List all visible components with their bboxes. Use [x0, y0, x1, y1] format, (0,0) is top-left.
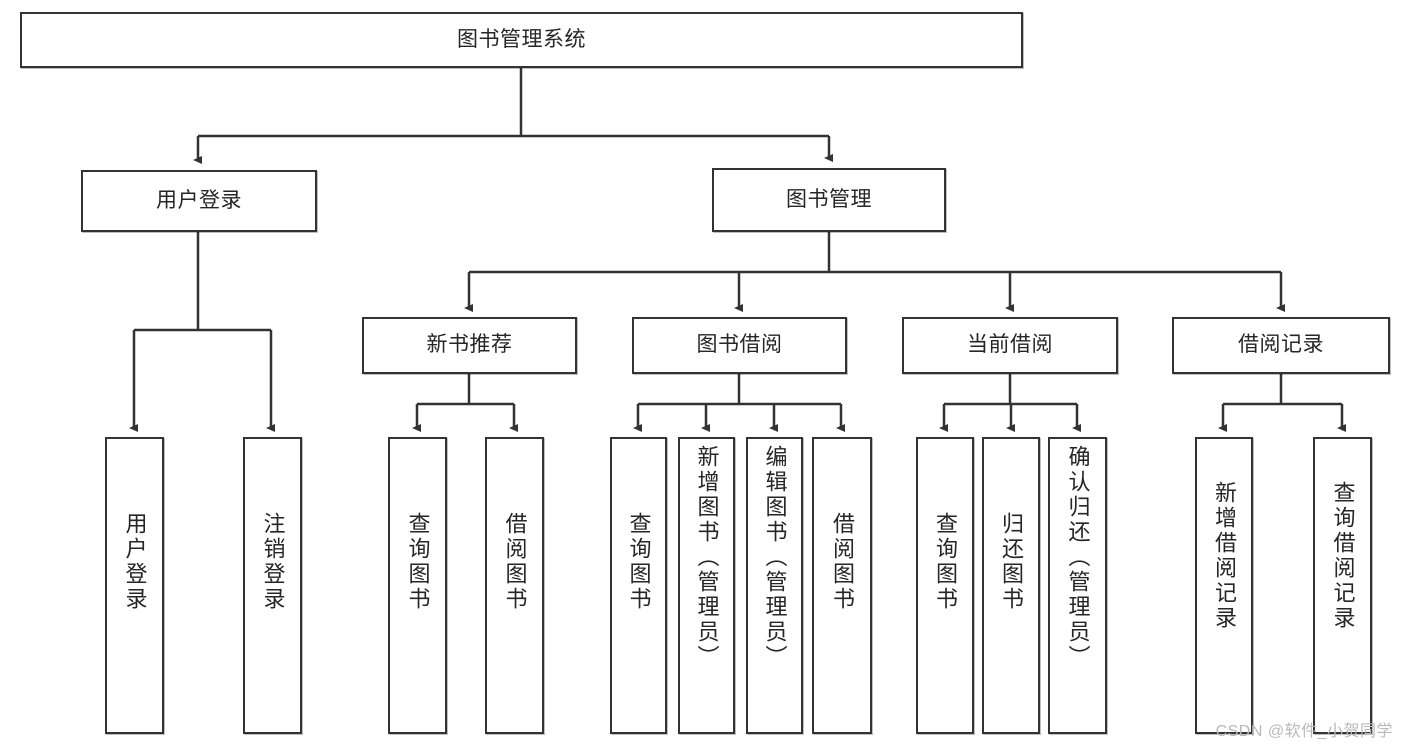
leaf-edit-book-admin-label: 编辑图书（管理员） [762, 445, 788, 670]
leaf-add-book-admin[interactable]: 新增图书（管理员） [678, 437, 735, 734]
node-root-system[interactable]: 图书管理系统 [20, 12, 1023, 68]
node-book-borrow-label: 图书借阅 [696, 333, 783, 357]
node-borrow-record-label: 借阅记录 [1238, 333, 1324, 357]
node-book-borrow[interactable]: 图书借阅 [632, 317, 847, 374]
leaf-query-book-current[interactable]: 查询图书 [916, 437, 974, 734]
leaf-return-book-label: 归还图书 [998, 512, 1024, 612]
leaf-borrow-book-new-label: 借阅图书 [502, 512, 528, 612]
leaf-confirm-return-admin-label: 确认归还（管理员） [1065, 445, 1091, 670]
leaf-borrow-book-new[interactable]: 借阅图书 [485, 437, 544, 734]
leaf-query-book-new[interactable]: 查询图书 [388, 437, 447, 734]
leaf-logout-label: 注销登录 [260, 512, 286, 612]
leaf-query-book-borrow-label: 查询图书 [626, 512, 652, 612]
leaf-query-book-current-label: 查询图书 [932, 512, 958, 612]
node-user-login[interactable]: 用户登录 [81, 170, 317, 232]
leaf-logout[interactable]: 注销登录 [243, 437, 302, 734]
leaf-confirm-return-admin[interactable]: 确认归还（管理员） [1048, 437, 1107, 734]
node-borrow-record[interactable]: 借阅记录 [1172, 317, 1390, 374]
node-current-borrow[interactable]: 当前借阅 [902, 317, 1118, 374]
leaf-user-login[interactable]: 用户登录 [105, 437, 164, 734]
node-user-login-label: 用户登录 [156, 188, 242, 212]
node-book-management[interactable]: 图书管理 [712, 168, 946, 232]
leaf-borrow-book-label: 借阅图书 [829, 512, 855, 612]
node-book-management-label: 图书管理 [786, 187, 872, 211]
node-new-book-recommend[interactable]: 新书推荐 [362, 317, 577, 374]
node-current-borrow-label: 当前借阅 [967, 333, 1053, 357]
leaf-add-borrow-record[interactable]: 新增借阅记录 [1195, 437, 1253, 734]
leaf-query-borrow-record[interactable]: 查询借阅记录 [1313, 437, 1372, 734]
leaf-add-borrow-record-label: 新增借阅记录 [1211, 481, 1237, 631]
leaf-add-book-admin-label: 新增图书（管理员） [694, 445, 720, 670]
node-root-label: 图书管理系统 [457, 27, 586, 51]
leaf-user-login-label: 用户登录 [122, 512, 148, 612]
leaf-borrow-book[interactable]: 借阅图书 [812, 437, 872, 734]
leaf-query-book-borrow[interactable]: 查询图书 [610, 437, 667, 734]
leaf-edit-book-admin[interactable]: 编辑图书（管理员） [746, 437, 803, 734]
leaf-query-borrow-record-label: 查询借阅记录 [1330, 481, 1356, 631]
node-new-book-recommend-label: 新书推荐 [426, 333, 513, 357]
leaf-return-book[interactable]: 归还图书 [982, 437, 1040, 734]
leaf-query-book-new-label: 查询图书 [405, 512, 431, 612]
